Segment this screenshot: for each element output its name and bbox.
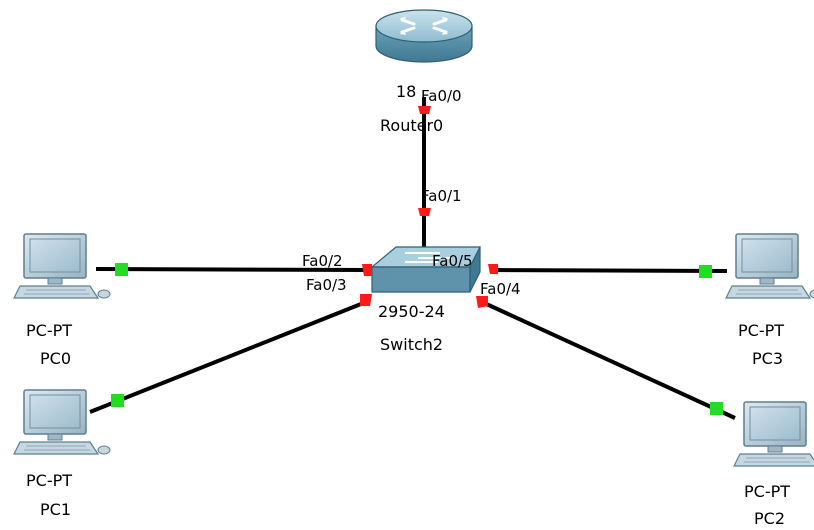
pc1-model-label: PC-PT	[26, 471, 72, 490]
link-switch2-pc0[interactable]	[95, 267, 369, 272]
switch2-model-label: 2950-24	[378, 302, 445, 321]
router0-name-label: Router0	[380, 116, 443, 135]
link-up-indicator	[111, 394, 124, 407]
pc3[interactable]: PC-PT PC3	[725, 233, 814, 368]
pc1[interactable]: PC-PT PC1	[13, 389, 111, 519]
port-down-indicator	[476, 296, 488, 308]
link-switch2-pc1[interactable]	[89, 300, 367, 414]
pc0[interactable]: PC-PT PC0	[13, 233, 111, 368]
switch2-name-label: Switch2	[380, 335, 443, 354]
link-status-lights	[111, 106, 723, 415]
pc0-name-label: PC0	[40, 349, 71, 368]
port-label-switch-fa0-1: Fa0/1	[421, 187, 462, 205]
pc-icon	[13, 233, 111, 299]
link-down-indicator	[418, 208, 431, 216]
links	[89, 97, 736, 420]
pc3-name-label: PC3	[752, 349, 783, 368]
port-label-switch-fa0-4: Fa0/4	[480, 280, 521, 298]
port-label-router-fa0-0: Fa0/0	[421, 87, 462, 105]
link-down-indicator	[418, 106, 431, 114]
link-switch2-pc3[interactable]	[491, 268, 728, 273]
link-up-indicator	[115, 263, 128, 276]
pc2[interactable]: PC-PT PC2	[733, 401, 814, 528]
pc1-name-label: PC1	[40, 500, 71, 519]
pc2-model-label: PC-PT	[744, 482, 790, 501]
switch-icon	[370, 246, 481, 293]
pc-icon	[725, 233, 814, 299]
pc2-name-label: PC2	[754, 509, 785, 528]
port-label-switch-fa0-3: Fa0/3	[306, 276, 347, 294]
port-label-switch-fa0-5: Fa0/5	[432, 252, 473, 270]
pc-icon	[733, 401, 814, 467]
link-switch2-pc2[interactable]	[481, 300, 736, 420]
router0[interactable]: 18 Router0	[375, 9, 473, 135]
port-labels: Fa0/0 Fa0/1 Fa0/2 Fa0/3 Fa0/4 Fa0/5	[302, 87, 521, 298]
router0-model-label: 18	[396, 82, 416, 101]
switch2[interactable]: 2950-24 Switch2	[370, 246, 481, 354]
router-icon	[375, 9, 473, 63]
pc0-model-label: PC-PT	[26, 321, 72, 340]
port-down-indicator	[488, 264, 498, 274]
port-down-indicator	[360, 294, 372, 306]
link-up-indicator	[710, 402, 723, 415]
port-label-switch-fa0-2: Fa0/2	[302, 252, 343, 270]
link-up-indicator	[699, 265, 712, 278]
pc3-model-label: PC-PT	[738, 321, 784, 340]
pc-icon	[13, 389, 111, 455]
port-down-indicator	[362, 264, 372, 276]
